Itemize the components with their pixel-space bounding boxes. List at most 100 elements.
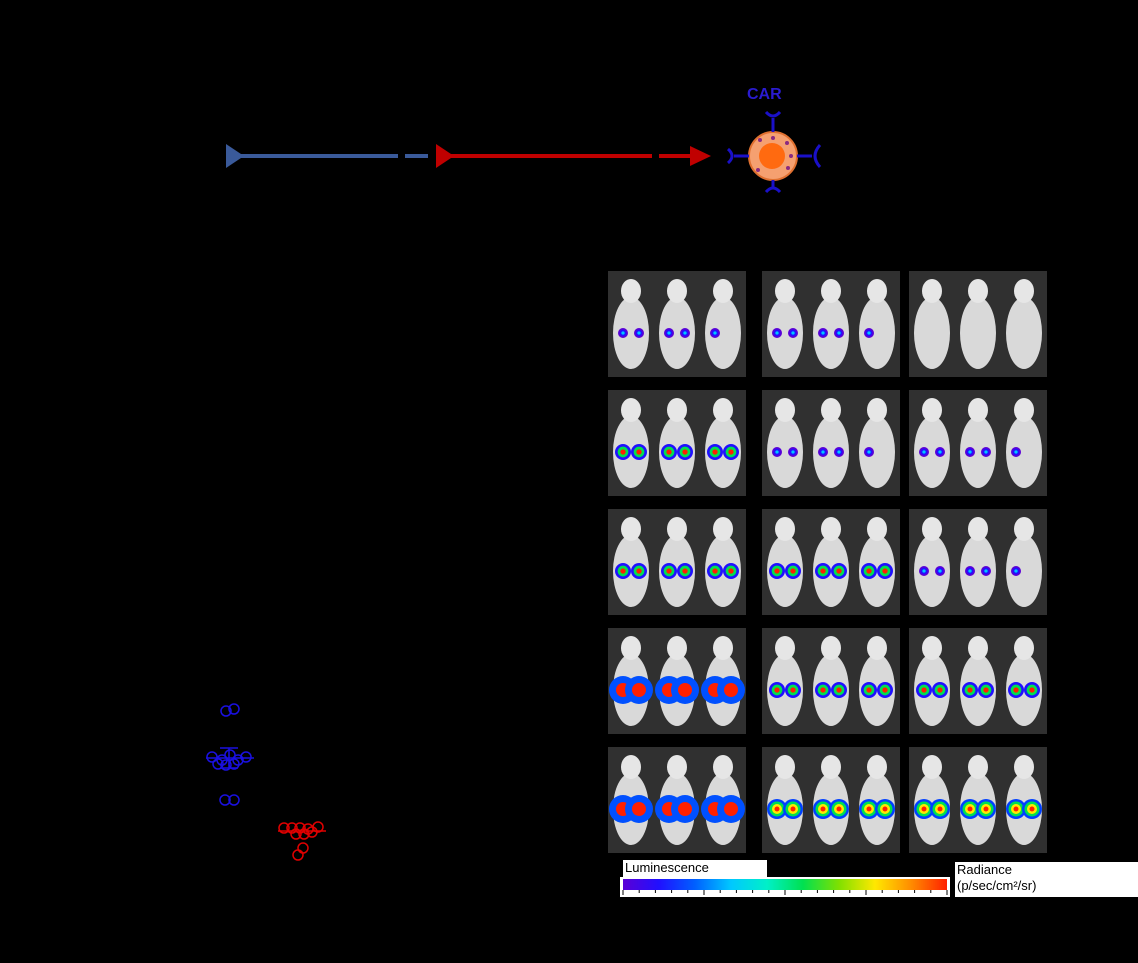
radiance-units: (p/sec/cm²/sr) — [957, 878, 1037, 893]
blue-group-points — [206, 703, 254, 806]
bioluminescence-signal — [683, 331, 687, 335]
mouse-silhouette — [659, 297, 695, 369]
mouse-silhouette — [705, 297, 741, 369]
bioluminescence-signal — [1014, 450, 1018, 454]
imaging-panel — [909, 390, 1047, 496]
mouse-silhouette — [960, 535, 996, 607]
promoter-red-arrowhead — [436, 144, 454, 168]
bioluminescence-signal — [666, 568, 672, 574]
bioluminescence-signal — [820, 568, 826, 574]
colorbar-gradient — [623, 879, 947, 890]
bioluminescence-signal — [790, 687, 796, 693]
bioluminescence-signal — [790, 806, 796, 812]
imaging-panel — [909, 509, 1047, 615]
bioluminescence-signal — [678, 683, 692, 697]
bioluminescence-signal — [837, 450, 841, 454]
bioluminescence-signal — [867, 450, 871, 454]
bioluminescence-signal — [967, 806, 973, 812]
mouse-silhouette — [767, 297, 803, 369]
bioluminescence-signal — [620, 449, 626, 455]
car-label: CAR — [747, 86, 782, 103]
bioluminescence-signal — [820, 806, 826, 812]
mouse-silhouette — [1006, 297, 1042, 369]
bioluminescence-signal — [922, 569, 926, 573]
bioluminescence-signal — [666, 449, 672, 455]
imaging-panel — [909, 747, 1047, 853]
bioluminescence-signal — [938, 450, 942, 454]
imaging-panel — [608, 628, 746, 734]
bioluminescence-signal — [983, 687, 989, 693]
bioluminescence-signal — [774, 568, 780, 574]
bioluminescence-signal — [968, 450, 972, 454]
bioluminescence-signal — [637, 331, 641, 335]
bioluminescence-signal — [1029, 806, 1035, 812]
bioluminescence-signal — [636, 568, 642, 574]
bioluminescence-signal — [921, 806, 927, 812]
bioluminescence-signal — [866, 687, 872, 693]
bioluminescence-signal — [837, 331, 841, 335]
bioluminescence-signal — [667, 331, 671, 335]
bioluminescence-signal — [984, 450, 988, 454]
bioluminescence-signal — [621, 331, 625, 335]
mouse-silhouette — [859, 297, 895, 369]
bioluminescence-signal — [774, 806, 780, 812]
imaging-panel — [762, 271, 900, 377]
mouse-silhouette — [813, 416, 849, 488]
imaging-panel — [762, 747, 900, 853]
bioluminescence-signal — [791, 331, 795, 335]
bioluminescence-signal — [712, 568, 718, 574]
bioluminescence-signal — [682, 449, 688, 455]
colorbar-ticks — [622, 890, 948, 895]
car-t-cell-icon — [726, 110, 822, 194]
expression-arrow-head — [690, 146, 711, 166]
bioluminescence-signal — [922, 450, 926, 454]
mouse-silhouette — [613, 297, 649, 369]
colorbar — [620, 877, 950, 897]
mouse-silhouette — [767, 416, 803, 488]
mouse-silhouette — [813, 297, 849, 369]
imaging-panel — [608, 390, 746, 496]
bioluminescence-signal — [882, 806, 888, 812]
imaging-panel — [762, 390, 900, 496]
bioluminescence-signal — [866, 806, 872, 812]
imaging-panel — [608, 271, 746, 377]
construct-schematic — [226, 110, 822, 194]
promoter-blue-arrowhead — [226, 144, 244, 168]
bioluminescence-signal — [937, 687, 943, 693]
imaging-panel — [762, 628, 900, 734]
bioluminescence-signal — [866, 568, 872, 574]
imaging-panel — [608, 747, 746, 853]
bioluminescence-signal — [620, 568, 626, 574]
bioluminescence-signal — [821, 450, 825, 454]
bioluminescence-signal — [820, 687, 826, 693]
mouse-silhouette — [960, 416, 996, 488]
bioluminescence-signal — [728, 568, 734, 574]
mouse-silhouette — [960, 297, 996, 369]
mouse-silhouette — [1006, 416, 1042, 488]
bioluminescence-signal — [867, 331, 871, 335]
bioluminescence-signal — [724, 683, 738, 697]
bioluminescence-signal — [937, 806, 943, 812]
radiance-label: Radiance — [957, 862, 1012, 877]
bioluminescence-signal — [791, 450, 795, 454]
imaging-panel — [909, 271, 1047, 377]
bioluminescence-signal — [836, 568, 842, 574]
imaging-panel — [909, 628, 1047, 734]
mouse-silhouette — [914, 535, 950, 607]
bioluminescence-signal — [636, 449, 642, 455]
bioluminescence-signal — [775, 331, 779, 335]
bioluminescence-signal — [882, 687, 888, 693]
bioluminescence-signal — [713, 331, 717, 335]
bioluminescence-signal — [821, 331, 825, 335]
imaging-panel — [762, 509, 900, 615]
radiance-label-box: Radiance (p/sec/cm²/sr) — [955, 862, 1138, 897]
bioluminescence-signal — [1013, 806, 1019, 812]
bioluminescence-signal — [774, 687, 780, 693]
bioluminescence-signal — [632, 683, 646, 697]
bioluminescence-signal — [1029, 687, 1035, 693]
mouse-silhouette — [914, 297, 950, 369]
mouse-silhouette — [914, 416, 950, 488]
bioluminescence-signal — [790, 568, 796, 574]
bioluminescence-signal — [678, 802, 692, 816]
